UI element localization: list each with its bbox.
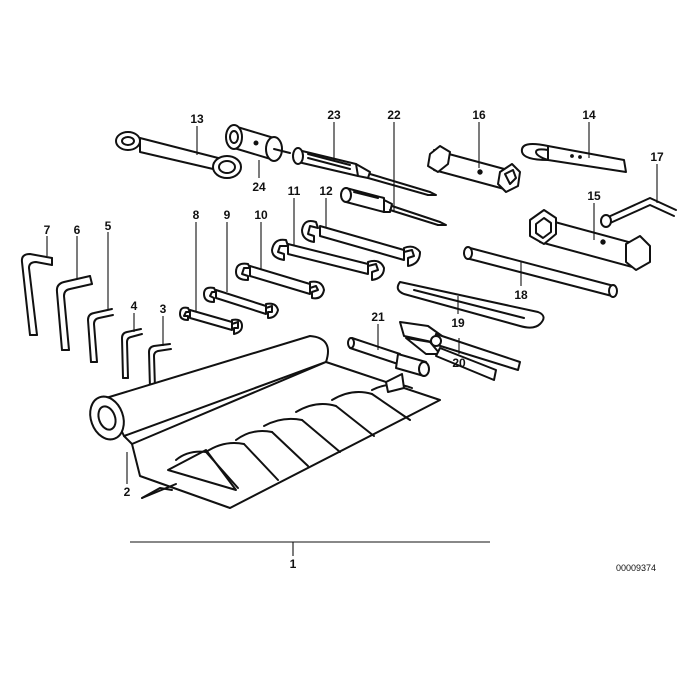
callout-7: 7 bbox=[44, 223, 51, 237]
callout-numbers: 1 2 3 4 5 6 7 8 9 10 11 12 13 14 15 16 1… bbox=[44, 108, 664, 571]
callout-17: 17 bbox=[650, 150, 664, 164]
callout-4: 4 bbox=[131, 299, 138, 313]
tool-roll-2 bbox=[89, 335, 441, 509]
open-spanner-9 bbox=[203, 286, 279, 319]
hook-spanner-14 bbox=[520, 143, 627, 173]
hex-key-7 bbox=[20, 253, 53, 336]
screwdriver-22 bbox=[340, 187, 447, 226]
callout-14: 14 bbox=[582, 108, 596, 122]
callout-11: 11 bbox=[288, 184, 301, 198]
socket-key-17 bbox=[600, 197, 677, 228]
callout-12: 12 bbox=[319, 184, 333, 198]
open-spanner-8 bbox=[179, 306, 243, 335]
callout-2: 2 bbox=[124, 485, 131, 499]
callout-24: 24 bbox=[252, 180, 266, 194]
hex-key-5 bbox=[87, 308, 114, 363]
callout-13: 13 bbox=[190, 112, 204, 126]
callout-1: 1 bbox=[290, 557, 297, 571]
callout-18: 18 bbox=[514, 288, 528, 302]
open-spanner-10 bbox=[235, 262, 325, 300]
box-spanner-15 bbox=[529, 209, 651, 271]
tyre-lever-19 bbox=[396, 281, 545, 329]
open-spanner-12 bbox=[301, 220, 421, 267]
callout-3: 3 bbox=[160, 302, 167, 316]
callout-20: 20 bbox=[452, 356, 466, 370]
ring-spanner-13 bbox=[115, 131, 242, 179]
callout-5: 5 bbox=[105, 219, 112, 233]
screwdriver-23 bbox=[292, 147, 437, 196]
callout-22: 22 bbox=[387, 108, 401, 122]
callout-21: 21 bbox=[371, 310, 385, 324]
callout-10: 10 bbox=[254, 208, 268, 222]
socket-24 bbox=[225, 124, 291, 162]
tommy-bar-18 bbox=[463, 246, 618, 298]
callout-9: 9 bbox=[224, 208, 231, 222]
leader-lines bbox=[46, 122, 658, 556]
open-spanner-11 bbox=[271, 238, 385, 281]
callout-19: 19 bbox=[451, 316, 465, 330]
callout-15: 15 bbox=[587, 189, 601, 203]
box-spanner-16 bbox=[427, 145, 521, 193]
driver-extension-21 bbox=[347, 337, 430, 377]
callout-23: 23 bbox=[327, 108, 341, 122]
hex-key-4 bbox=[121, 328, 143, 379]
callout-16: 16 bbox=[472, 108, 486, 122]
pliers-20 bbox=[399, 321, 521, 381]
hex-key-6 bbox=[55, 275, 93, 351]
diagram-reference-code: 00009374 bbox=[616, 563, 656, 573]
callout-6: 6 bbox=[74, 223, 81, 237]
callout-8: 8 bbox=[193, 208, 200, 222]
